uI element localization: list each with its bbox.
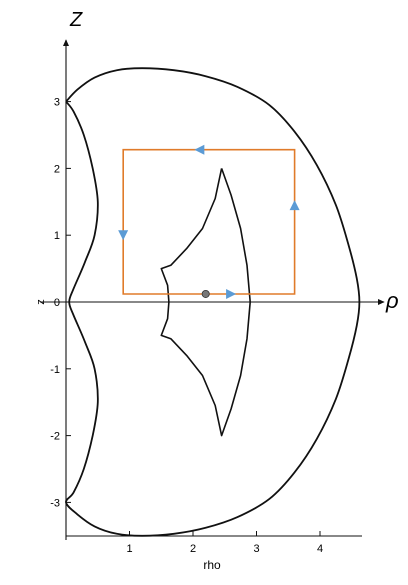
x-tick-label: 4	[317, 543, 323, 555]
orbit-path	[122, 148, 296, 295]
y-tick-label: -2	[50, 431, 60, 443]
direction-arrow-right	[226, 288, 237, 299]
y-tick-label: 3	[54, 97, 60, 109]
y-tick-label: 1	[54, 230, 60, 242]
direction-arrow-left	[194, 144, 205, 155]
direction-arrow-down	[118, 230, 129, 241]
x-tick-label: 3	[253, 543, 259, 555]
y-tick-label: 0	[54, 297, 60, 309]
z-axis-label: z	[35, 299, 47, 305]
inner-boundary-curve	[160, 168, 251, 437]
rho-axis-label: rho	[203, 558, 221, 572]
y-tick-label: -3	[50, 497, 60, 509]
z-axis-symbol: Z	[69, 9, 83, 31]
y-tick-label: 2	[54, 163, 60, 175]
x-tick-label: 2	[190, 543, 196, 555]
rho-axis-symbol: ρ	[385, 288, 399, 313]
x-tick-label: 1	[126, 543, 132, 555]
direction-arrow-up	[289, 200, 300, 211]
outer-boundary-curve	[65, 67, 361, 537]
start-point-marker	[201, 289, 210, 298]
y-tick-label: -1	[50, 364, 60, 376]
